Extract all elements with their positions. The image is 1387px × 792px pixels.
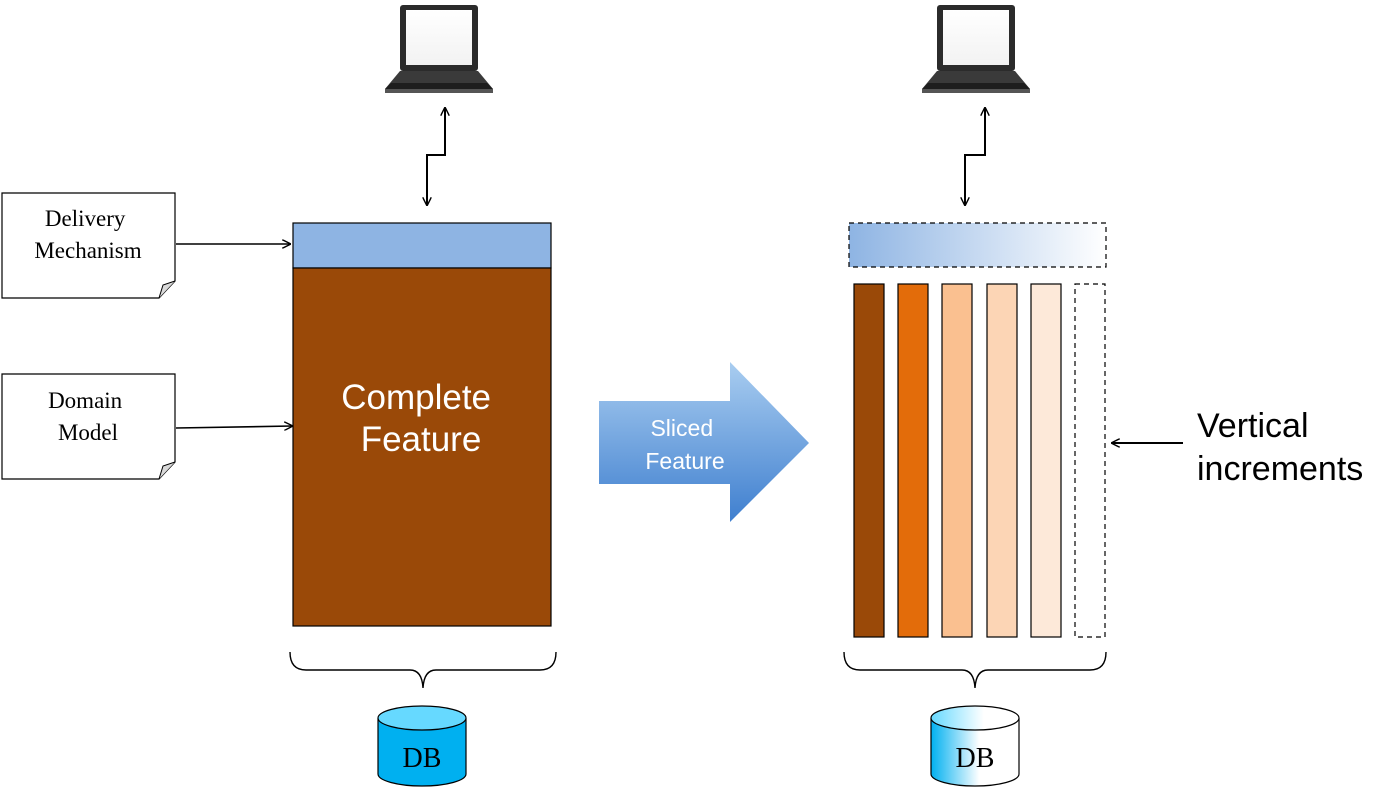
svg-text:Complete Feature: Complete Feature — [341, 378, 501, 459]
vertical-slice-3 — [941, 283, 973, 638]
svg-text:Delivery Mechanism: Delivery Mechanism — [34, 206, 141, 263]
complete-feature-block — [292, 267, 552, 627]
increments-label-line-1: Vertical — [1197, 407, 1309, 445]
feature-label-line-1: Complete — [341, 378, 491, 417]
delivery-note-line-2: Mechanism — [34, 238, 141, 263]
increments-label-line-2: increments — [1197, 450, 1363, 488]
delivery-layer — [292, 222, 552, 269]
right-brace — [843, 651, 1107, 689]
svg-text:Sliced Feature: Sliced Feature — [645, 415, 724, 474]
vertical-slice-2 — [897, 283, 929, 638]
vertical-slice-6 — [1074, 283, 1106, 638]
domain-model-note: Domain Model — [1, 373, 176, 480]
vertical-slice-1 — [853, 283, 885, 638]
feature-label-line-2: Feature — [361, 420, 482, 459]
sliced-feature-arrow: Sliced Feature — [599, 362, 809, 522]
domain-note-line-2: Model — [58, 420, 118, 445]
domain-arrow — [175, 426, 292, 428]
arrow-label-line-1: Sliced — [650, 415, 713, 441]
laptop-icon — [922, 5, 1030, 93]
database-icon: DB — [377, 705, 467, 787]
database-icon: DB — [930, 705, 1020, 787]
domain-note-line-1: Domain — [48, 388, 123, 413]
vertical-slice-5 — [1030, 283, 1062, 638]
laptop-icon — [385, 5, 493, 93]
laptop-link-arrow — [427, 108, 445, 205]
arrow-label-line-2: Feature — [645, 448, 724, 474]
left-db-label: DB — [403, 743, 442, 774]
svg-text:Vertical increments: Vertical increments — [1197, 407, 1363, 488]
delivery-mechanism-note: Delivery Mechanism — [1, 192, 176, 299]
left-brace — [289, 651, 557, 689]
laptop-link-arrow — [965, 108, 985, 205]
delivery-note-line-1: Delivery — [45, 206, 126, 231]
vertical-slice-4 — [986, 283, 1018, 638]
sliced-delivery-layer — [848, 222, 1107, 268]
svg-text:Domain Model: Domain Model — [48, 388, 128, 445]
right-db-label: DB — [956, 743, 995, 774]
